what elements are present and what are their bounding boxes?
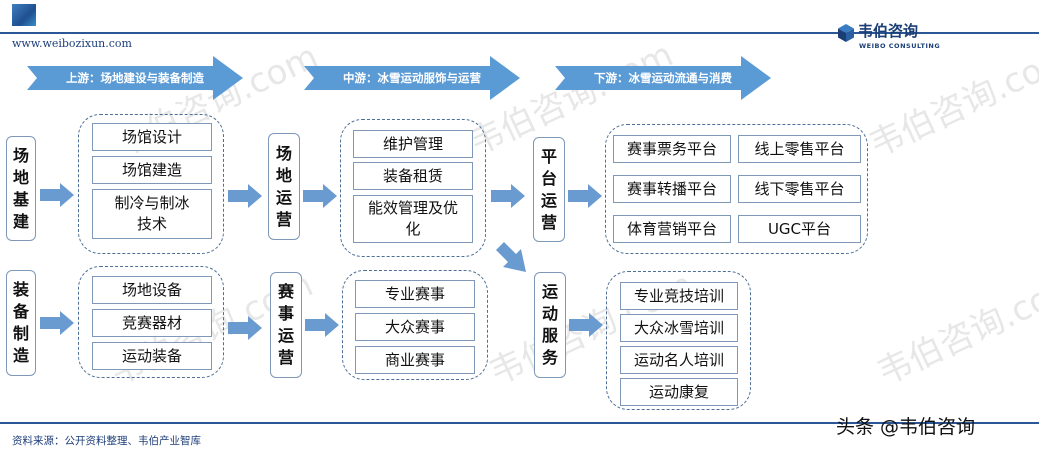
equipment-manufacturing-item: 竞赛器材 [92,309,212,337]
right-arrow-icon [568,184,602,208]
event-operation-item: 专业赛事 [355,280,475,308]
sports-services-title: 运动服务 [541,282,558,367]
sports-services-item: 专业竞技培训 [620,282,738,310]
right-arrow-icon [569,313,603,337]
venue-construction-group [78,114,224,254]
stage-upstream-label: 上游：场地建设与装备制造 [66,71,204,85]
venue-construction-item: 场馆设计 [92,123,212,151]
right-arrow-icon [303,184,337,208]
venue-construction-title: 场地基建 [12,145,29,231]
stage-midstream-banner: 中游：冰雪运动服饰与运营 [304,56,520,100]
platform-operation-title: 平台运营 [540,146,557,232]
platform-item: 线上零售平台 [738,135,861,163]
venue-operation-title-box: 场地运营 [268,133,300,240]
platform-item: 赛事转播平台 [613,175,731,203]
equipment-manufacturing-group [78,266,224,378]
diagonal-arrow-icon [494,240,528,274]
venue-construction-title-box: 场地基建 [6,136,36,241]
brand-name-cn: 韦伯咨询 [858,22,919,40]
sports-services-item: 运动康复 [620,378,738,406]
right-arrow-icon [228,316,262,340]
right-arrow-icon [491,184,525,208]
platform-operation-title-box: 平台运营 [533,137,565,242]
sports-services-item: 运动名人培训 [620,346,738,374]
venue-construction-item: 场馆建造 [92,156,212,184]
venue-construction-item: 制冷与制冰技术 [92,189,212,239]
source-note: 资料来源：公开资料整理、韦伯产业智库 [12,435,201,447]
sports-services-item: 大众冰雪培训 [620,314,738,342]
header-logo-square [12,4,36,26]
header-divider [0,32,1039,34]
brand-logo: 韦伯咨询 WEIBO CONSULTING [838,20,1038,52]
stage-downstream-label: 下游：冰雪运动流通与消费 [594,71,732,85]
footer-divider [0,422,1039,424]
stage-midstream-label: 中游：冰雪运动服饰与运营 [343,71,481,85]
event-operation-item: 大众赛事 [355,313,475,341]
platform-watermark-tag: 头条 @韦伯咨询 [836,416,976,438]
venue-operation-group [340,119,486,257]
event-operation-title: 赛事运营 [277,282,294,367]
site-url[interactable]: www.weibozixun.com [12,37,132,50]
brand-name-en: WEIBO CONSULTING [859,42,941,50]
equipment-manufacturing-item: 场地设备 [92,276,212,304]
venue-operation-item: 能效管理及优化 [353,195,473,243]
venue-operation-item: 装备租赁 [353,162,473,190]
right-arrow-icon [305,313,339,337]
venue-operation-title: 场地运营 [275,143,292,229]
platform-item: 线下零售平台 [738,175,861,203]
platform-item: 体育营销平台 [613,215,731,243]
platform-operation-group [605,124,868,254]
event-operation-item: 商业赛事 [355,346,475,374]
event-operation-title-box: 赛事运营 [270,272,302,378]
platform-item: 赛事票务平台 [613,135,731,163]
equipment-manufacturing-title: 装备制造 [12,280,29,365]
venue-operation-item: 维护管理 [353,130,473,158]
watermark: 韦伯咨询.com [871,264,1039,394]
right-arrow-icon [40,311,74,335]
stage-upstream-banner: 上游：场地建设与装备制造 [27,56,243,100]
brand-cube-icon [838,24,854,42]
event-operation-group [342,270,488,380]
sports-services-group [606,271,751,410]
equipment-manufacturing-item: 运动装备 [92,342,212,370]
stage-downstream-banner: 下游：冰雪运动流通与消费 [555,56,771,100]
right-arrow-icon [228,184,262,208]
right-arrow-icon [40,183,74,207]
sports-services-title-box: 运动服务 [534,272,566,378]
equipment-manufacturing-title-box: 装备制造 [6,270,36,376]
platform-item: UGC平台 [738,215,861,243]
